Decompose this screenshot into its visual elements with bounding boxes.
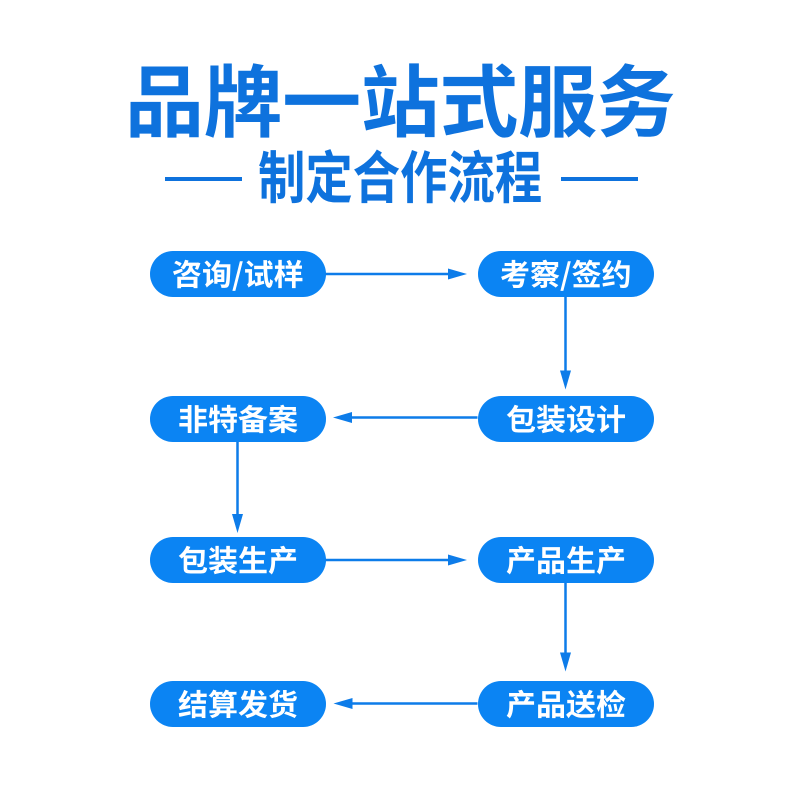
arrow-head-icon [232,514,243,533]
flow-node-product-testing-label [506,689,625,718]
arrow-package-design-to-non-special-filing [333,412,478,423]
arrow-head-icon [333,412,352,423]
flow-node-inspect-sign-label [500,259,630,291]
arrow-package-production-to-product-production [325,554,467,566]
subtitle-dash-right-icon [561,177,638,181]
flow-node-product-production-label [506,545,624,575]
flow-node-package-production [149,537,326,583]
flow-node-package-design-label [506,404,625,434]
flow-node-consult [149,251,326,297]
flow-node-package-design [477,396,654,442]
arrow-head-icon [448,554,467,566]
arrow-product-testing-to-settle-ship [333,698,478,709]
flow-node-product-testing [477,680,654,727]
flow-node-product-production [477,537,654,583]
flow-node-non-special-filing [149,396,326,442]
arrow-head-icon [448,268,467,280]
flow-node-inspect-sign [477,251,654,297]
page-title [130,62,674,138]
arrow-product-production-to-product-testing [560,583,571,672]
flow-node-settle-ship-label [177,689,297,718]
flow-node-package-production-label [178,545,296,575]
arrow-non-special-filing-to-package-production [232,442,243,533]
arrow-head-icon [560,370,571,390]
arrow-consult-to-inspect-sign [325,268,467,280]
arrow-head-icon [560,652,571,672]
flow-node-settle-ship [149,680,326,727]
arrow-inspect-sign-to-package-design [560,297,571,390]
page-subtitle [259,149,542,204]
arrow-head-icon [333,698,353,709]
flow-node-non-special-filing-label [178,404,298,434]
subtitle-dash-left-icon [165,177,242,181]
flow-node-consult-label [172,259,303,291]
